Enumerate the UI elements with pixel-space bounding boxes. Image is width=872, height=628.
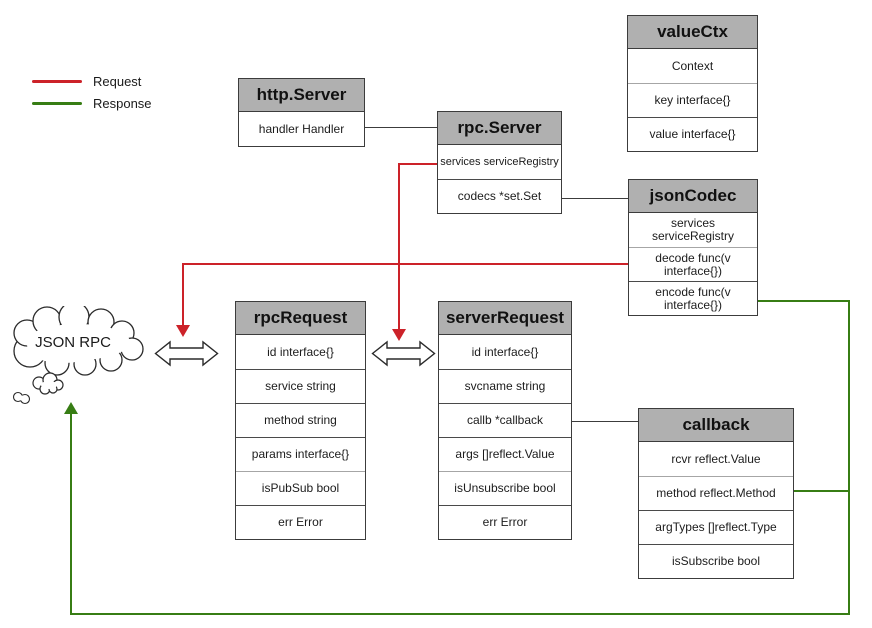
association-rpcserver-jsoncodec xyxy=(562,198,628,199)
attribute-row: callb *callback xyxy=(439,403,571,437)
legend-response-label: Response xyxy=(93,96,152,111)
response-line-encode-h xyxy=(758,300,850,302)
class-box-callback: callback rcvr reflect.Value method refle… xyxy=(638,408,794,579)
class-title: rpcRequest xyxy=(236,302,365,335)
class-box-rpcrequest: rpcRequest id interface{} service string… xyxy=(235,301,366,540)
class-title: valueCtx xyxy=(628,16,757,49)
request-line-rpcserver-h xyxy=(398,163,437,165)
attribute-row: argTypes []reflect.Type xyxy=(639,510,793,544)
request-arrowhead-down-icon xyxy=(392,329,406,341)
response-line-bottom-h xyxy=(70,613,850,615)
attribute-row: err Error xyxy=(236,505,365,539)
attribute-row: services serviceRegistry xyxy=(651,216,735,243)
attribute-row: Context xyxy=(671,58,714,73)
class-box-rpc-server: rpc.Server services serviceRegistry code… xyxy=(437,111,562,214)
legend-request-line xyxy=(32,80,82,83)
attribute-row: encode func(v interface{}) xyxy=(629,281,757,315)
attribute-row: decode func(v interface{}) xyxy=(629,247,757,281)
bidirectional-arrow-icon xyxy=(371,340,436,367)
attribute-row: method string xyxy=(236,403,365,437)
attribute-row: isUnsubscribe bool xyxy=(439,471,571,505)
response-line-right-v xyxy=(848,300,850,614)
attribute-row: key interface{} xyxy=(628,83,757,117)
attribute-row: id interface{} xyxy=(267,344,334,359)
response-line-left-v xyxy=(70,413,72,614)
request-line-jsoncodec-v xyxy=(182,263,184,325)
attribute-row: service string xyxy=(236,369,365,403)
class-box-http-server: http.Server handler Handler xyxy=(238,78,365,147)
attribute-row: services serviceRegistry xyxy=(440,155,559,168)
attribute-row: isPubSub bool xyxy=(236,471,365,505)
request-line-jsoncodec-h xyxy=(183,263,628,265)
response-line-callback-branch xyxy=(794,490,849,492)
attribute-row: value interface{} xyxy=(628,117,757,151)
legend-request-label: Request xyxy=(93,74,142,89)
class-box-jsoncodec: jsonCodec services serviceRegistry decod… xyxy=(628,179,758,316)
response-arrowhead-up-icon xyxy=(64,402,78,414)
class-box-valuectx: valueCtx Context key interface{} value i… xyxy=(627,15,758,152)
association-httpserver-rpcserver xyxy=(365,127,437,128)
cloud-label: JSON RPC xyxy=(35,334,111,351)
association-serverrequest-callback xyxy=(571,421,638,422)
attribute-row: err Error xyxy=(439,505,571,539)
attribute-row: id interface{} xyxy=(471,344,539,359)
class-box-serverrequest: serverRequest id interface{} svcname str… xyxy=(438,301,572,540)
bidirectional-arrow-icon xyxy=(154,340,219,367)
request-line-rpcserver-v xyxy=(398,163,400,329)
attribute-row: args []reflect.Value xyxy=(439,437,571,471)
legend-response-line xyxy=(32,102,82,105)
attribute-row: handler Handler xyxy=(258,121,345,136)
class-title: rpc.Server xyxy=(438,112,561,145)
attribute-row: method reflect.Method xyxy=(639,476,793,510)
class-title: jsonCodec xyxy=(629,180,757,213)
json-rpc-cloud: JSON RPC xyxy=(12,306,144,405)
attribute-row: isSubscribe bool xyxy=(639,544,793,578)
attribute-row: codecs *set.Set xyxy=(438,179,561,213)
class-title: serverRequest xyxy=(439,302,571,335)
attribute-row: svcname string xyxy=(439,369,571,403)
attribute-row: rcvr reflect.Value xyxy=(671,451,761,466)
request-arrowhead-down-icon xyxy=(176,325,190,337)
class-title: callback xyxy=(639,409,793,442)
attribute-row: params interface{} xyxy=(236,437,365,471)
class-title: http.Server xyxy=(239,79,364,112)
